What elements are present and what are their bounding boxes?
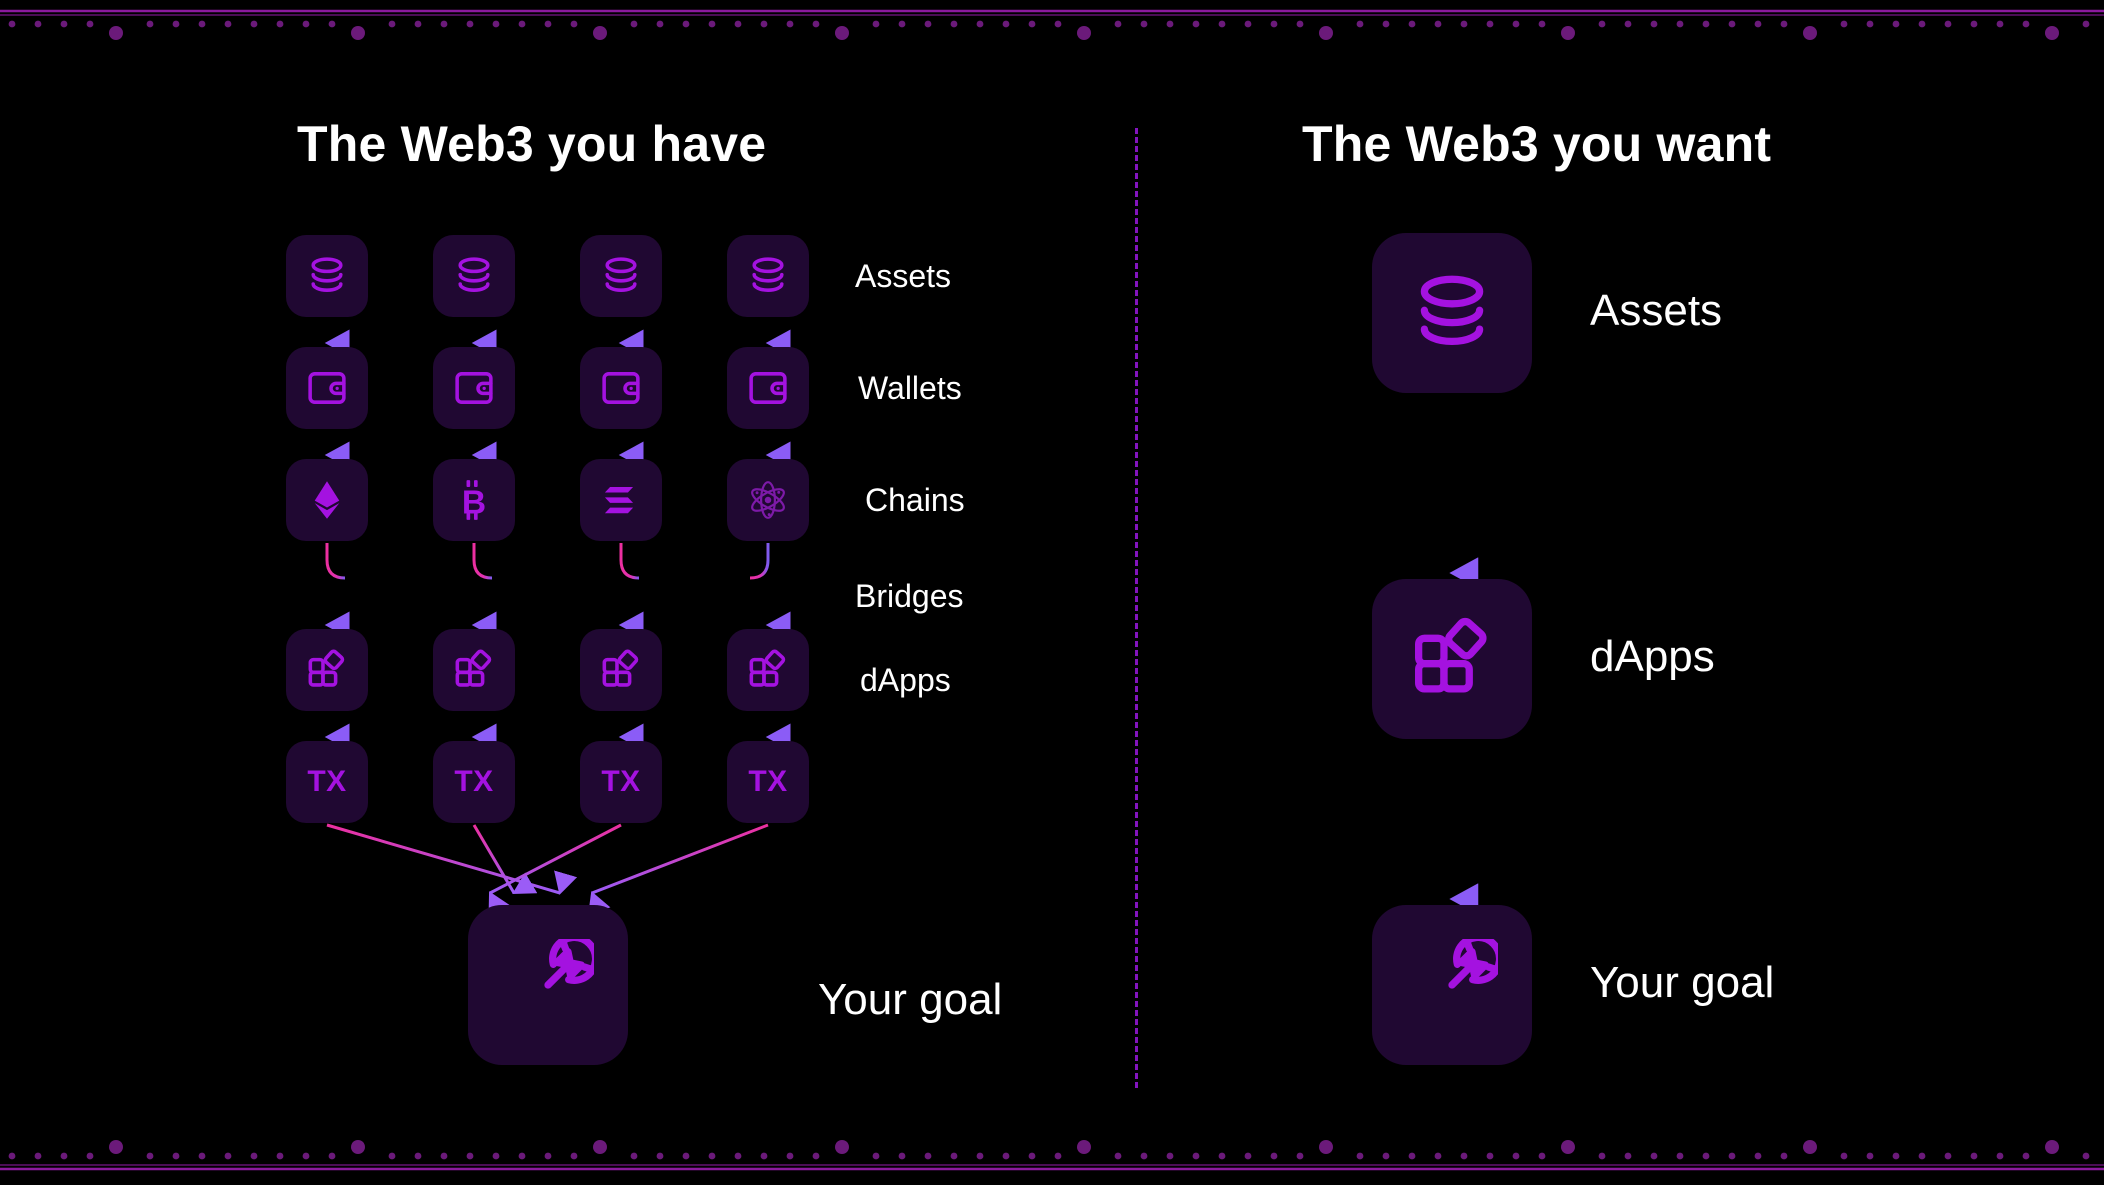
tx-label: TX — [601, 765, 641, 798]
wallet-icon — [451, 365, 497, 411]
left-tile-wallets-2 — [433, 347, 515, 429]
dapps-grid-icon — [598, 647, 644, 693]
tx-label: TX — [454, 765, 494, 798]
left-tile-dapps-4 — [727, 629, 809, 711]
panel-divider — [1135, 128, 1138, 1088]
right-row-label-dapps: dApps — [1590, 632, 1715, 681]
left-tile-tx-4: TX — [727, 741, 809, 823]
left-row-label-chains: Chains — [865, 482, 965, 518]
ethereum-icon — [304, 477, 350, 523]
coins-stack-icon — [451, 253, 497, 299]
dapps-grid-icon — [745, 647, 791, 693]
left-row-label-assets: Assets — [855, 258, 952, 294]
left-panel-title: The Web3 you have — [297, 116, 767, 172]
left-tile-chains-4 — [727, 459, 809, 541]
left-tile-dapps-3 — [580, 629, 662, 711]
left-goal-tile — [468, 905, 628, 1065]
right-row-label-assets: Assets — [1590, 286, 1723, 335]
target-dart-icon — [502, 939, 594, 1031]
wallet-icon — [598, 365, 644, 411]
left-tile-assets-2 — [433, 235, 515, 317]
dapps-grid-icon — [1406, 613, 1498, 705]
dapps-grid-icon — [451, 647, 497, 693]
right-row-label-goal: Your goal — [1590, 958, 1775, 1007]
coins-stack-icon — [1406, 267, 1498, 359]
wallet-icon — [304, 365, 350, 411]
left-tile-tx-1: TX — [286, 741, 368, 823]
cosmos-atom-icon — [745, 477, 791, 523]
svg-text:B: B — [462, 485, 486, 522]
tx-label: TX — [748, 765, 788, 798]
left-row-label-dapps: dApps — [860, 662, 951, 698]
coins-stack-icon — [304, 253, 350, 299]
coins-stack-icon — [745, 253, 791, 299]
right-tile-assets — [1372, 233, 1532, 393]
left-tile-dapps-1 — [286, 629, 368, 711]
left-row-label-bridges: Bridges — [855, 578, 964, 614]
right-tile-goal — [1372, 905, 1532, 1065]
left-tile-wallets-4 — [727, 347, 809, 429]
wallet-icon — [745, 365, 791, 411]
right-panel-title: The Web3 you want — [1302, 116, 1772, 172]
solana-icon — [598, 477, 644, 523]
tx-label: TX — [307, 765, 347, 798]
left-tile-wallets-1 — [286, 347, 368, 429]
left-tile-assets-3 — [580, 235, 662, 317]
right-tile-dapps — [1372, 579, 1532, 739]
left-tile-assets-4 — [727, 235, 809, 317]
left-tile-dapps-2 — [433, 629, 515, 711]
dapps-grid-icon — [304, 647, 350, 693]
left-tile-wallets-3 — [580, 347, 662, 429]
coins-stack-icon — [598, 253, 644, 299]
left-row-label-wallets: Wallets — [858, 370, 962, 406]
left-tile-assets-1 — [286, 235, 368, 317]
left-tile-chains-2: B — [433, 459, 515, 541]
bitcoin-icon: B — [451, 477, 497, 523]
left-tile-tx-3: TX — [580, 741, 662, 823]
left-tile-chains-3 — [580, 459, 662, 541]
left-tile-chains-1 — [286, 459, 368, 541]
target-dart-icon — [1406, 939, 1498, 1031]
left-goal-label: Your goal — [818, 975, 1003, 1024]
left-tile-tx-2: TX — [433, 741, 515, 823]
